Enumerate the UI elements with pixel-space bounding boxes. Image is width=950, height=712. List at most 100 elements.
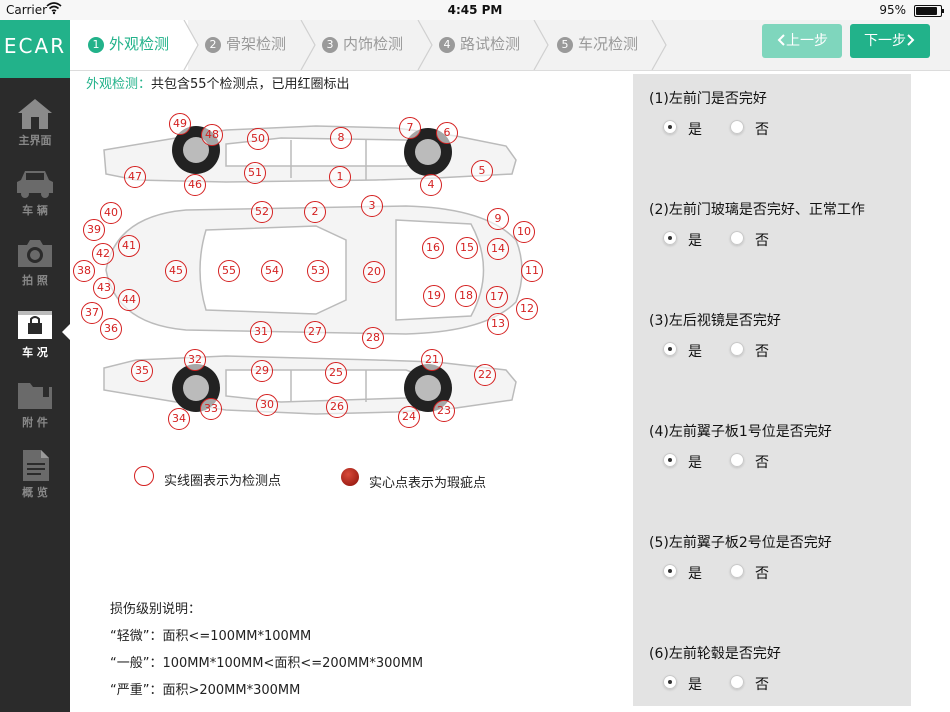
inspection-point[interactable]: 12 xyxy=(516,298,538,320)
option-no-label: 否 xyxy=(755,455,769,471)
inspection-point[interactable]: 28 xyxy=(362,327,384,349)
sidebar-item-photo[interactable]: 拍 照 xyxy=(0,226,70,292)
inspection-point[interactable]: 46 xyxy=(184,174,206,196)
inspection-point[interactable]: 36 xyxy=(100,318,122,340)
legend-inspection-label: 实线圈表示为检测点 xyxy=(164,474,282,489)
inspection-point[interactable]: 16 xyxy=(422,237,444,259)
inspection-point[interactable]: 47 xyxy=(124,166,146,188)
inspection-point[interactable]: 34 xyxy=(168,408,190,430)
inspection-point[interactable]: 41 xyxy=(118,235,140,257)
inspection-point[interactable]: 51 xyxy=(244,162,266,184)
inspection-point[interactable]: 53 xyxy=(307,260,329,282)
radio-no[interactable] xyxy=(730,564,744,578)
inspection-point[interactable]: 27 xyxy=(304,321,326,343)
inspection-point[interactable]: 48 xyxy=(201,124,223,146)
inspection-point[interactable]: 18 xyxy=(455,285,477,307)
inspection-point[interactable]: 39 xyxy=(83,219,105,241)
inspection-point[interactable]: 40 xyxy=(100,202,122,224)
damage-title: 损伤级别说明： xyxy=(110,602,202,617)
inspection-point[interactable]: 23 xyxy=(433,400,455,422)
radio-yes[interactable] xyxy=(663,231,677,245)
inspection-point[interactable]: 25 xyxy=(325,362,347,384)
inspection-point[interactable]: 10 xyxy=(513,221,535,243)
radio-yes[interactable] xyxy=(663,453,677,467)
next-step-button[interactable]: 下一步 xyxy=(850,24,930,58)
inspection-point[interactable]: 19 xyxy=(423,285,445,307)
inspection-point[interactable]: 26 xyxy=(326,396,348,418)
battery-percent: 95% xyxy=(879,3,906,17)
radio-no[interactable] xyxy=(730,120,744,134)
inspection-point[interactable]: 49 xyxy=(169,113,191,135)
inspection-point[interactable]: 45 xyxy=(165,260,187,282)
question-label: (6)左前轮毂是否完好 xyxy=(649,646,781,662)
inspection-point[interactable]: 44 xyxy=(118,289,140,311)
inspection-point[interactable]: 31 xyxy=(250,321,272,343)
sidebar-item-overview[interactable]: 概 览 xyxy=(0,438,70,504)
radio-yes[interactable] xyxy=(663,564,677,578)
inspection-point[interactable]: 8 xyxy=(330,127,352,149)
inspection-point[interactable]: 9 xyxy=(487,208,509,230)
inspection-point[interactable]: 3 xyxy=(361,195,383,217)
sidebar-item-vehicle[interactable]: 车 辆 xyxy=(0,156,70,222)
inspection-point[interactable]: 42 xyxy=(92,243,114,265)
hint-key: 外观检测： xyxy=(86,77,152,92)
legend-defect-label: 实心点表示为瑕疵点 xyxy=(369,476,487,491)
inspection-point[interactable]: 38 xyxy=(73,260,95,282)
inspection-point[interactable]: 37 xyxy=(81,302,103,324)
option-no-label: 否 xyxy=(755,677,769,693)
sidebar-item-label: 概 览 xyxy=(22,486,48,499)
inspection-point[interactable]: 35 xyxy=(131,360,153,382)
radio-no[interactable] xyxy=(730,231,744,245)
option-yes-label: 是 xyxy=(688,677,702,693)
option-no-label: 否 xyxy=(755,122,769,138)
question-label: (1)左前门是否完好 xyxy=(649,91,767,107)
inspection-point[interactable]: 55 xyxy=(218,260,240,282)
inspection-point[interactable]: 15 xyxy=(456,237,478,259)
inspection-point[interactable]: 21 xyxy=(421,349,443,371)
radio-no[interactable] xyxy=(730,675,744,689)
inspection-point[interactable]: 7 xyxy=(399,117,421,139)
sidebar-item-label: 拍 照 xyxy=(22,274,48,287)
inspection-point[interactable]: 1 xyxy=(329,166,351,188)
radio-yes[interactable] xyxy=(663,120,677,134)
radio-yes[interactable] xyxy=(663,342,677,356)
inspection-point[interactable]: 6 xyxy=(436,122,458,144)
radio-yes[interactable] xyxy=(663,675,677,689)
inspection-point[interactable]: 13 xyxy=(487,313,509,335)
inspection-point[interactable]: 2 xyxy=(304,201,326,223)
inspection-point[interactable]: 30 xyxy=(256,394,278,416)
sidebar-item-attachment[interactable]: 附 件 xyxy=(0,368,70,434)
sidebar-item-label: 主界面 xyxy=(18,134,52,147)
inspection-point[interactable]: 43 xyxy=(93,277,115,299)
inspection-point[interactable]: 24 xyxy=(398,406,420,428)
option-yes-label: 是 xyxy=(688,455,702,471)
inspection-point[interactable]: 5 xyxy=(471,160,493,182)
inspection-point[interactable]: 14 xyxy=(487,238,509,260)
inspection-point[interactable]: 33 xyxy=(200,398,222,420)
inspection-point[interactable]: 32 xyxy=(184,349,206,371)
inspection-point[interactable]: 52 xyxy=(251,201,273,223)
radio-no[interactable] xyxy=(730,453,744,467)
solid-dot-legend-icon xyxy=(341,468,359,486)
damage-severe: “严重”：面积>200MM*300MM xyxy=(110,683,301,698)
inspection-point[interactable]: 17 xyxy=(486,286,508,308)
inspection-point[interactable]: 29 xyxy=(251,360,273,382)
inspection-point[interactable]: 4 xyxy=(420,174,442,196)
radio-no[interactable] xyxy=(730,342,744,356)
inspection-point[interactable]: 11 xyxy=(521,260,543,282)
inspection-point[interactable]: 20 xyxy=(363,261,385,283)
sidebar-item-condition[interactable]: 车 况 xyxy=(0,298,70,364)
sidebar-item-home[interactable]: 主界面 xyxy=(0,86,70,152)
inspection-point[interactable]: 22 xyxy=(474,364,496,386)
prev-step-button[interactable]: 上一步 xyxy=(762,24,842,58)
inspection-point[interactable]: 54 xyxy=(261,260,283,282)
sidebar-item-label: 车 辆 xyxy=(22,204,48,217)
chevron-separator xyxy=(533,20,549,70)
inspection-point[interactable]: 50 xyxy=(247,128,269,150)
option-yes-label: 是 xyxy=(688,566,702,582)
